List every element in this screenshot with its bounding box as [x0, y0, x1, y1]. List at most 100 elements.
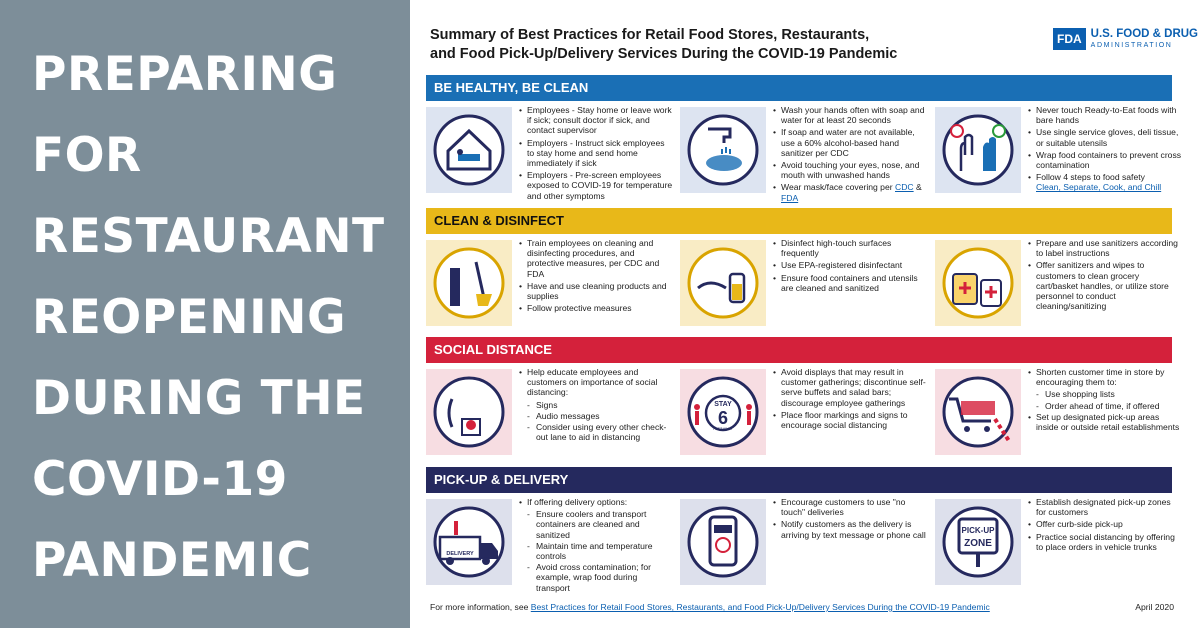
headline-line: DURING THE — [32, 371, 366, 426]
tip-card: DELIVERY If offering delivery options: Ens… — [426, 497, 672, 593]
svg-text:6: 6 — [718, 408, 728, 428]
tip-item: Wear mask/face covering per CDC & FDA — [772, 182, 927, 202]
hand-washing-icon — [680, 107, 766, 193]
tip-card: Shorten customer time in store by encour… — [935, 367, 1181, 459]
fda-badge: FDA — [1053, 28, 1086, 50]
tip-item: Shorten customer time in store by encour… — [1027, 367, 1182, 387]
tip-text: Avoid displays that may result in custom… — [772, 367, 927, 432]
section-header: PICK-UP & DELIVERY — [426, 467, 1172, 493]
food-safety-link[interactable]: Clean, Separate, Cook, and Chill — [1036, 182, 1162, 193]
guidance-link[interactable]: CDC — [895, 182, 914, 193]
tip-item: Help educate employees and customers on … — [518, 367, 673, 398]
tip-item: Employees - Stay home or leave work if s… — [518, 105, 673, 136]
tip-text: Help educate employees and customers on … — [518, 367, 673, 443]
tip-item: Offer sanitizers and wipes to customers … — [1027, 260, 1182, 311]
guidance-link[interactable]: FDA — [781, 192, 799, 203]
tip-card: Train employees on cleaning and disinfec… — [426, 238, 672, 330]
tip-item: Notify customers as the delivery is arri… — [772, 519, 927, 539]
fda-name: U.S. FOOD & DRUG — [1090, 28, 1199, 40]
tip-card: Never touch Ready-to-Eat foods with bare… — [935, 105, 1181, 197]
tip-item: Prepare and use sanitizers according to … — [1027, 238, 1182, 258]
tip-text: Shorten customer time in store by encour… — [1027, 367, 1182, 434]
tip-item: If offering delivery options: — [518, 497, 673, 507]
tip-item: Order ahead of time, if offered — [1027, 401, 1182, 411]
section-header: SOCIAL DISTANCE — [426, 337, 1172, 363]
tip-item: Avoid touching your eyes, nose, and mout… — [772, 160, 927, 180]
gloves-icon — [935, 107, 1021, 193]
headline-line: COVID-19 — [32, 452, 288, 507]
tip-card: STAY 6 FEET AWAY Avoid displays that may… — [680, 367, 926, 459]
title-line-2: and Food Pick-Up/Delivery Services Durin… — [430, 46, 898, 62]
tip-card: Employees - Stay home or leave work if s… — [426, 105, 672, 201]
tip-item: Use shopping lists — [1027, 389, 1182, 399]
headline-line: RESTAURANT — [32, 209, 385, 264]
shopping-cart-icon — [935, 369, 1021, 455]
summary-panel: Summary of Best Practices for Retail Foo… — [410, 0, 1200, 628]
tip-item: Practice social distancing by offering t… — [1027, 532, 1182, 552]
headline-panel: PREPARING FOR RESTAURANT REOPENING DURIN… — [0, 0, 410, 628]
headline-line: PANDEMIC — [32, 533, 312, 588]
tip-item: Employers - Pre-screen employees exposed… — [518, 170, 673, 201]
tip-text: Wash your hands often with soap and wate… — [772, 105, 927, 205]
tip-item: Establish designated pick-up zones for c… — [1027, 497, 1182, 517]
headline-line: REOPENING — [32, 290, 347, 345]
best-practices-link[interactable]: Best Practices for Retail Food Stores, R… — [530, 602, 990, 612]
sanitizer-icon — [935, 240, 1021, 326]
section-row: Employees - Stay home or leave work if s… — [426, 105, 1181, 203]
tip-card: Prepare and use sanitizers according to … — [935, 238, 1181, 330]
spray-bottle-icon — [680, 240, 766, 326]
tip-item: Wrap food containers to prevent cross co… — [1027, 150, 1182, 170]
tip-item: Avoid displays that may result in custom… — [772, 367, 927, 408]
audio-message-icon — [426, 369, 512, 455]
svg-text:STAY: STAY — [714, 401, 732, 408]
headline-line: FOR — [32, 128, 142, 183]
tip-text: Train employees on cleaning and disinfec… — [518, 238, 673, 315]
tip-item: Ensure food containers and utensils are … — [772, 273, 927, 293]
tip-text: Prepare and use sanitizers according to … — [1027, 238, 1182, 313]
tip-item: Ensure coolers and transport containers … — [518, 509, 673, 540]
home-sick-icon — [426, 107, 512, 193]
summary-title: Summary of Best Practices for Retail Foo… — [430, 26, 990, 64]
delivery-truck-icon: DELIVERY — [426, 499, 512, 585]
tip-item: Offer curb-side pick-up — [1027, 519, 1182, 529]
tip-item: If soap and water are not available, use… — [772, 127, 927, 158]
tip-text: Never touch Ready-to-Eat foods with bare… — [1027, 105, 1182, 195]
tip-card: Help educate employees and customers on … — [426, 367, 672, 459]
tip-card: Encourage customers to use "no touch" de… — [680, 497, 926, 589]
tip-card: Wash your hands often with soap and wate… — [680, 105, 926, 203]
publication-date: April 2020 — [1135, 602, 1174, 612]
headline-line: PREPARING — [32, 47, 338, 102]
fda-logo: FDA U.S. FOOD & DRUG ADMINISTRATION — [1053, 28, 1198, 50]
pickup-zone-sign-icon: PICK-UP ZONE — [935, 499, 1021, 585]
section-row: Train employees on cleaning and disinfec… — [426, 238, 1178, 330]
tip-item: Consider using every other check-out lan… — [518, 422, 673, 442]
tip-item: Signs — [518, 400, 673, 410]
svg-text:FEET AWAY: FEET AWAY — [713, 427, 733, 431]
tip-item: Avoid cross contamination; for example, … — [518, 562, 673, 593]
footer-prefix: For more information, see — [430, 602, 531, 612]
tip-item: Encourage customers to use "no touch" de… — [772, 497, 927, 517]
tip-item: Set up designated pick-up areas inside o… — [1027, 412, 1182, 432]
svg-text:ZONE: ZONE — [964, 538, 992, 549]
tip-item: Wash your hands often with soap and wate… — [772, 105, 927, 125]
tip-item: Place floor markings and signs to encour… — [772, 410, 927, 430]
phone-notification-icon — [680, 499, 766, 585]
tip-item: Train employees on cleaning and disinfec… — [518, 238, 673, 279]
tip-text: Employees - Stay home or leave work if s… — [518, 105, 673, 203]
tip-item: Audio messages — [518, 411, 673, 421]
stay-6-feet-icon: STAY 6 FEET AWAY — [680, 369, 766, 455]
fda-sub: ADMINISTRATION — [1090, 42, 1173, 49]
tip-item: Have and use cleaning products and suppl… — [518, 281, 673, 301]
tip-card: PICK-UP ZONE Establish designated pick-u… — [935, 497, 1181, 589]
section-row: DELIVERY If offering delivery options: Ens… — [426, 497, 1175, 593]
footer: For more information, see Best Practices… — [430, 602, 1180, 612]
tip-item: Never touch Ready-to-Eat foods with bare… — [1027, 105, 1182, 125]
tip-text: If offering delivery options: Ensure cool… — [518, 497, 673, 594]
section-row: Help educate employees and customers on … — [426, 367, 1179, 459]
tip-item: Disinfect high-touch surfaces frequently — [772, 238, 927, 258]
tip-item: Follow protective measures — [518, 303, 673, 313]
tip-text: Establish designated pick-up zones for c… — [1027, 497, 1182, 554]
section-header: BE HEALTHY, BE CLEAN — [426, 75, 1172, 101]
